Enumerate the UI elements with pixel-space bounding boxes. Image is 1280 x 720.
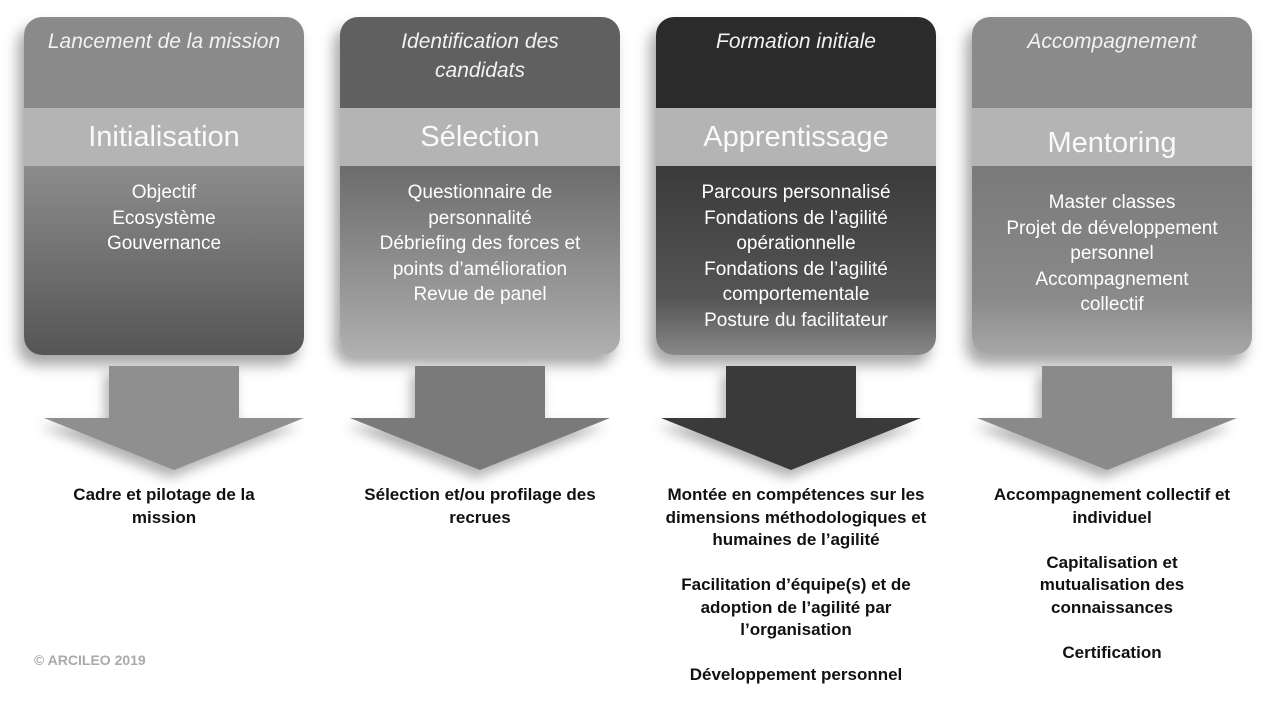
step-title: Apprentissage xyxy=(656,108,936,166)
step-outcome: Accompagnement collectif et individuel C… xyxy=(972,484,1252,664)
down-arrow-icon xyxy=(44,366,304,470)
step-card-mentoring: Accompagnement Mentoring Master classes … xyxy=(972,17,1252,355)
step-outcome: Sélection et/ou profilage des recrues xyxy=(340,484,620,529)
outcome-spacer xyxy=(972,619,1252,642)
step-outcome: Cadre et pilotage de la mission xyxy=(24,484,304,529)
step-card-apprentissage: Formation initiale Apprentissage Parcour… xyxy=(656,17,936,355)
outcome-line: Montée en compétences sur les dimensions… xyxy=(665,485,927,549)
outcome-line: Accompagnement collectif et individuel xyxy=(993,485,1231,527)
outcome-line: Sélection et/ou profilage des recrues xyxy=(364,485,596,527)
down-arrow-icon xyxy=(350,366,610,470)
outcome-line: Certification xyxy=(1062,642,1162,662)
step-item: Accompagnement collectif xyxy=(1035,268,1189,316)
step-item: Ecosystème xyxy=(112,207,216,229)
step-card-initialisation: Lancement de la mission Initialisation O… xyxy=(24,17,304,355)
arrow-shape xyxy=(661,366,921,470)
step-title: Sélection xyxy=(340,108,620,166)
down-arrow-icon xyxy=(977,366,1237,470)
step-subtitle: Accompagnement xyxy=(1027,30,1197,53)
step-items: Parcours personnalisé Fondations de l’ag… xyxy=(656,166,936,355)
arrow-shape xyxy=(350,366,610,470)
outcome-line: Développement personnel xyxy=(689,665,903,684)
step-card-selection: Identification des candidats Sélection Q… xyxy=(340,17,620,355)
step-item: Fondations de l’agilité comportementale xyxy=(704,258,888,306)
step-item: Projet de développement personnel xyxy=(1006,217,1218,265)
step-subtitle: Formation initiale xyxy=(716,30,876,53)
step-item: Fondations de l’agilité opérationnelle xyxy=(704,207,888,255)
arrow-shape xyxy=(977,366,1237,470)
outcome-line: Capitalisation et mutualisation des conn… xyxy=(1039,552,1185,617)
step-item: Débriefing des forces et points d’amélio… xyxy=(379,233,581,280)
step-subtitle: Lancement de la mission xyxy=(47,30,281,53)
outcome-spacer xyxy=(972,529,1252,552)
step-item: Gouvernance xyxy=(106,233,222,254)
step-items: Objectif Ecosystème Gouvernance xyxy=(24,166,304,355)
arrow-shape xyxy=(44,366,304,470)
step-outcome: Montée en compétences sur les dimensions… xyxy=(656,484,936,687)
step-items: Questionnaire de personnalité Débriefing… xyxy=(340,166,620,355)
step-item: Revue de panel xyxy=(413,284,547,305)
step-item: Master classes xyxy=(1048,192,1176,213)
outcome-spacer xyxy=(656,642,936,665)
step-item: Objectif xyxy=(131,182,197,203)
step-item: Posture du facilitateur xyxy=(704,309,888,331)
down-arrow-icon xyxy=(661,366,921,470)
step-subtitle: Identification des candidats xyxy=(401,30,559,82)
outcome-line: Cadre et pilotage de la mission xyxy=(73,485,255,527)
step-title: Initialisation xyxy=(24,108,304,166)
step-title: Mentoring xyxy=(972,108,1252,166)
step-item: Questionnaire de personnalité xyxy=(407,182,553,229)
copyright: © ARCILEO 2019 xyxy=(34,652,146,668)
outcome-line: Facilitation d’équipe(s) et de adoption … xyxy=(681,575,911,639)
step-items: Master classes Projet de développement p… xyxy=(972,166,1252,355)
step-item: Parcours personnalisé xyxy=(701,182,891,203)
outcome-spacer xyxy=(656,552,936,575)
